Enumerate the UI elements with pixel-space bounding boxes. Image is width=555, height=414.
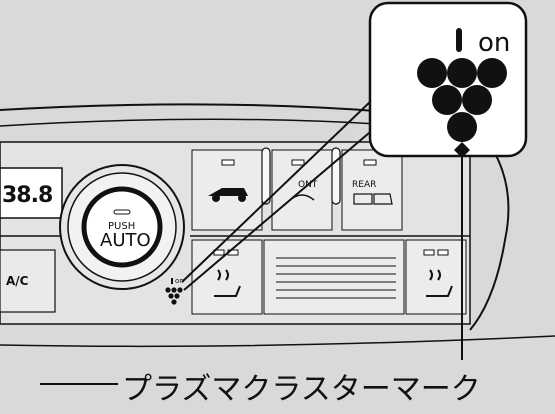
- callout-box: [368, 1, 528, 158]
- plasmacluster-small-icon: [165, 278, 183, 305]
- pointer-diamond-icon: [454, 142, 470, 158]
- vent-grille: [263, 239, 405, 315]
- dash-bottom-line: [0, 335, 555, 348]
- rear-defrost-label: REAR: [352, 180, 377, 190]
- seat-heater-icon: [426, 269, 453, 297]
- car-icon: [208, 188, 248, 196]
- plasma-small-on-label: on: [175, 277, 184, 285]
- auto-button-top-label: PUSH: [108, 221, 136, 232]
- callout-caption: プラズマクラスターマーク: [122, 372, 481, 407]
- temperature-display: [0, 167, 63, 219]
- indicator-stem-icon: [456, 28, 462, 52]
- rear-defrost-icon: [353, 193, 373, 205]
- callout-on-label: on: [478, 28, 511, 58]
- driver-seat-heater-button[interactable]: [191, 239, 263, 315]
- passenger-seat-heater-button[interactable]: [405, 239, 467, 315]
- temperature-readout: 38.8: [2, 183, 53, 208]
- ac-button-label: A/C: [6, 274, 29, 288]
- rear-defrost-button[interactable]: [341, 149, 403, 231]
- front-defrost-label: ONT: [298, 180, 318, 190]
- ac-button[interactable]: [0, 249, 56, 313]
- auto-knob[interactable]: [59, 164, 185, 290]
- recirculation-button[interactable]: [191, 149, 263, 231]
- seat-heater-icon: [214, 269, 241, 297]
- auto-button-label: AUTO: [100, 230, 151, 251]
